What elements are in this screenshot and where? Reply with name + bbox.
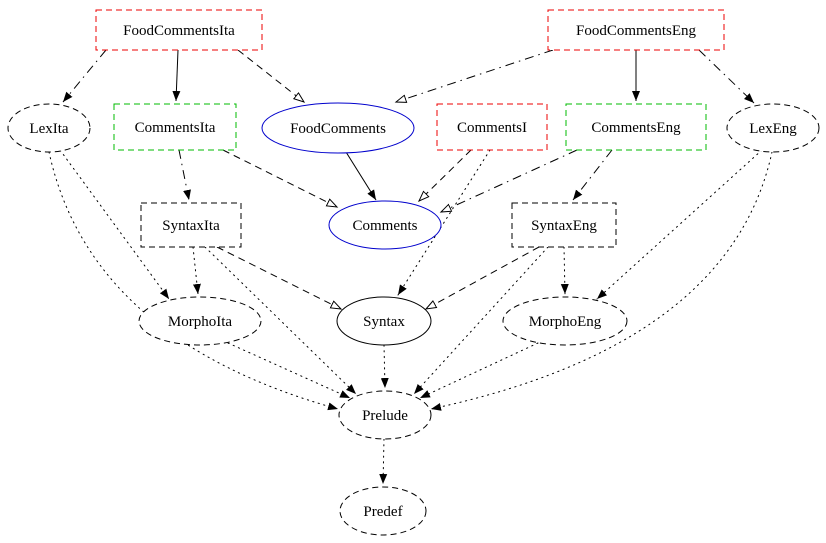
node-prelude: Prelude bbox=[338, 390, 432, 440]
node-label-syntaxeng: SyntaxEng bbox=[531, 218, 597, 234]
edge-commentseng-to-comments bbox=[439, 149, 578, 213]
edge-syntaxeng-to-prelude bbox=[413, 246, 549, 395]
node-shape-lexeng bbox=[726, 103, 820, 153]
edge-foodcommentseng-to-foodcomments bbox=[394, 49, 554, 103]
node-label-foodcomments: FoodComments bbox=[290, 121, 386, 137]
node-label-commentsita: CommentsIta bbox=[135, 120, 216, 136]
node-lexita: LexIta bbox=[7, 103, 91, 153]
node-label-lexeng: LexEng bbox=[749, 121, 797, 137]
node-label-comments: Comments bbox=[352, 218, 417, 234]
node-syntaxeng: SyntaxEng bbox=[511, 202, 617, 248]
edge-lexeng-to-prelude bbox=[430, 151, 773, 411]
edge-foodcommentsita-to-commentsita bbox=[172, 49, 181, 102]
node-commentsita: CommentsIta bbox=[113, 103, 237, 151]
node-shape-commentsi bbox=[436, 103, 548, 151]
node-shape-syntax bbox=[336, 296, 432, 346]
edge-lexita-to-prelude bbox=[48, 151, 339, 411]
node-shape-comments bbox=[328, 200, 442, 250]
edge-foodcommentseng-to-lexeng bbox=[698, 49, 755, 104]
edge-morphoita-to-prelude bbox=[227, 342, 351, 399]
edge-foodcomments-to-comments bbox=[345, 151, 377, 201]
node-morphoita: MorphoIta bbox=[138, 296, 262, 346]
node-lexeng: LexEng bbox=[726, 103, 820, 153]
node-label-morphoita: MorphoIta bbox=[168, 314, 232, 330]
edge-foodcommentsita-to-foodcomments bbox=[237, 49, 306, 103]
node-label-predef: Predef bbox=[363, 504, 402, 520]
node-shape-commentsita bbox=[113, 103, 237, 151]
edge-commentsi-to-syntax bbox=[397, 149, 491, 296]
node-shape-syntaxeng bbox=[511, 202, 617, 248]
node-label-commentsi: CommentsI bbox=[457, 120, 527, 136]
node-label-foodcommentsita: FoodCommentsIta bbox=[123, 23, 235, 39]
node-shape-foodcommentsita bbox=[95, 9, 263, 51]
node-foodcomments: FoodComments bbox=[261, 102, 415, 154]
node-label-lexita: LexIta bbox=[29, 121, 68, 137]
edge-lexeng-to-morphoeng bbox=[596, 149, 763, 300]
node-comments: Comments bbox=[328, 200, 442, 250]
node-foodcommentsita: FoodCommentsIta bbox=[95, 9, 263, 51]
edge-syntax-to-prelude bbox=[380, 344, 389, 389]
node-shape-commentseng bbox=[565, 103, 707, 151]
node-shape-foodcomments bbox=[261, 102, 415, 154]
edge-morphoeng-to-prelude bbox=[419, 342, 539, 399]
edge-layer bbox=[48, 49, 773, 485]
node-label-morphoeng: MorphoEng bbox=[529, 314, 602, 330]
edge-syntaxeng-to-morphoeng bbox=[560, 246, 569, 295]
node-shape-lexita bbox=[7, 103, 91, 153]
edge-lexita-to-morphoita bbox=[59, 149, 170, 300]
edge-commentsita-to-syntaxita bbox=[178, 149, 191, 201]
node-commentseng: CommentsEng bbox=[565, 103, 707, 151]
node-shape-predef bbox=[339, 486, 427, 536]
node-label-prelude: Prelude bbox=[362, 408, 408, 424]
node-shape-morphoeng bbox=[502, 296, 628, 346]
edge-commentsita-to-comments bbox=[222, 149, 339, 208]
node-foodcommentseng: FoodCommentsEng bbox=[547, 9, 725, 51]
node-predef: Predef bbox=[339, 486, 427, 536]
node-label-foodcommentseng: FoodCommentsEng bbox=[576, 23, 697, 39]
node-shape-morphoita bbox=[138, 296, 262, 346]
node-commentsi: CommentsI bbox=[436, 103, 548, 151]
edge-syntaxeng-to-syntax bbox=[424, 246, 540, 310]
edge-commentseng-to-syntaxeng bbox=[572, 149, 613, 201]
node-label-syntax: Syntax bbox=[363, 314, 405, 330]
node-shape-foodcommentseng bbox=[547, 9, 725, 51]
node-shape-prelude bbox=[338, 390, 432, 440]
edge-commentsi-to-comments bbox=[417, 149, 472, 202]
node-syntax: Syntax bbox=[336, 296, 432, 346]
node-label-syntaxita: SyntaxIta bbox=[162, 218, 220, 234]
edge-syntaxita-to-morphoita bbox=[192, 246, 201, 295]
edge-prelude-to-predef bbox=[379, 438, 388, 485]
node-label-commentseng: CommentsEng bbox=[591, 120, 681, 136]
edge-syntaxita-to-syntax bbox=[216, 246, 343, 310]
node-morphoeng: MorphoEng bbox=[502, 296, 628, 346]
edge-syntaxita-to-prelude bbox=[204, 246, 357, 395]
edge-foodcommentsita-to-lexita bbox=[62, 49, 107, 103]
node-syntaxita: SyntaxIta bbox=[140, 202, 242, 248]
node-shape-syntaxita bbox=[140, 202, 242, 248]
